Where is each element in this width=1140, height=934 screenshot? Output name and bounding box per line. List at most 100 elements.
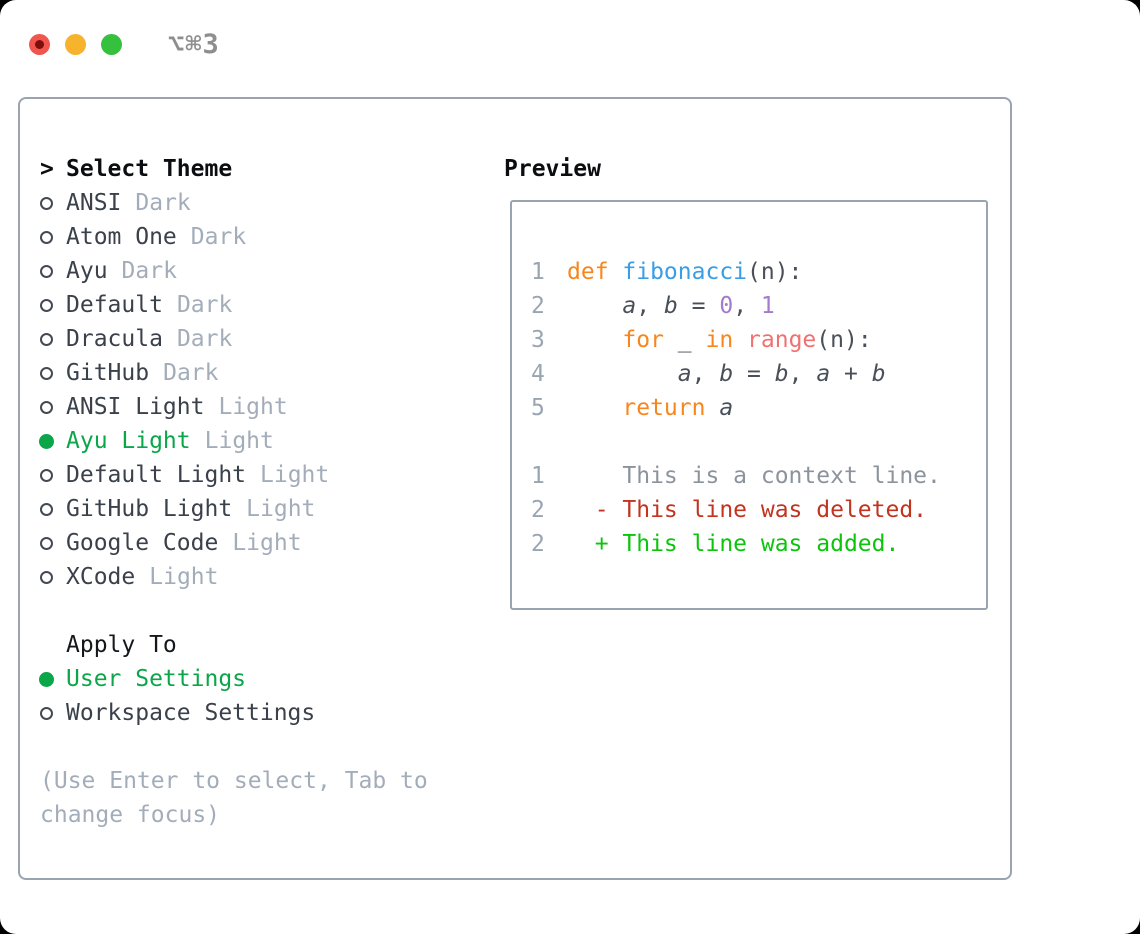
code-token: , [691,361,720,387]
radio-circle [40,706,53,720]
theme-variant-tag: Dark [176,292,233,318]
theme-name: Ayu [66,258,108,284]
theme-name: GitHub [66,360,150,386]
code-token: b [774,361,789,387]
theme-variant-tag: Light [260,462,330,488]
radio-circle [40,230,53,244]
code-token: a [622,293,637,319]
code-token: , [636,293,664,319]
diff-line-context: 1 This is a context line. [531,459,986,493]
theme-name: Dracula [66,326,163,352]
theme-option[interactable]: XCode Light [40,560,476,594]
theme-variant-tag: Light [204,428,274,454]
radio-icon [40,468,66,482]
code-token: def [567,259,623,285]
code-token: a [677,361,692,387]
theme-option[interactable]: Google Code Light [40,526,476,560]
theme-name: ANSI [66,190,122,216]
theme-name: ANSI Light [66,394,205,420]
radio-icon [40,332,66,346]
radio-icon [40,570,66,584]
code-line: 4 a, b = b, a + b [531,357,986,391]
theme-variant-tag: Light [149,564,219,590]
radio-icon [40,298,66,312]
radio-circle [40,536,53,550]
code-token: , [788,361,817,387]
code-token: (n): [816,327,872,353]
line-number: 2 [531,293,545,319]
code-token: 1 [760,293,775,319]
apply-to-option[interactable]: Workspace Settings [40,696,476,730]
diff-preview: 1 This is a context line.2 - This line w… [531,459,986,561]
radio-circle [40,332,53,346]
theme-name: Atom One [66,224,177,250]
code-token: _ [663,327,706,353]
apply-to-option[interactable]: User Settings [39,662,476,696]
radio-circle [40,570,53,584]
radio-icon [40,536,66,550]
code-token: = [677,293,720,319]
window-titlebar: ⌥⌘3 [29,29,220,60]
code-line: 2 a, b = 0, 1 [531,289,986,323]
code-token: , [733,293,761,319]
radio-icon [40,502,66,516]
code-token: range [747,327,817,353]
code-token: in [705,327,734,353]
radio-circle [39,433,54,449]
line-number: 2 [531,497,545,523]
theme-name: Ayu Light [66,428,191,454]
radio-icon [40,264,66,278]
theme-name: XCode [66,564,136,590]
diff-line-added: 2 + This line was added. [531,527,986,561]
radio-icon [40,400,66,414]
code-token: 0 [719,293,734,319]
code-token: b [871,361,886,387]
code-token: b [663,293,678,319]
select-theme-title: Select Theme [66,156,233,182]
diff-text: + This line was added. [567,531,900,557]
code-token [567,395,622,421]
code-token: b [719,361,734,387]
theme-variant-tag: Dark [190,224,247,250]
radio-circle [40,468,53,482]
spacer [40,594,476,628]
code-token: a [816,361,831,387]
theme-option[interactable]: ANSI Light Light [40,390,476,424]
radio-selected-icon [39,433,66,449]
apply-to-header-row: Apply To [40,628,476,662]
code-line: 3 for _ in range(n): [531,323,986,357]
line-number: 3 [531,327,545,353]
radio-circle [40,264,53,278]
theme-name: Google Code [66,530,219,556]
zoom-button[interactable] [101,34,122,55]
radio-icon [40,706,66,720]
traffic-lights [29,34,122,55]
radio-circle [40,502,53,516]
theme-option[interactable]: Ayu Light Light [39,424,476,458]
theme-variant-tag: Light [232,530,302,556]
apply-to-title: Apply To [66,632,177,658]
close-button[interactable] [29,34,50,55]
minimize-button[interactable] [65,34,86,55]
line-number: 1 [531,463,545,489]
code-token [567,361,678,387]
theme-variant-tag: Light [218,394,288,420]
code-token: (n): [747,259,803,285]
theme-option[interactable]: Atom One Dark [40,220,476,254]
code-line: 5 return a [531,391,986,425]
code-token: a [719,395,734,421]
select-theme-header: > Select Theme [40,152,476,186]
radio-circle [40,366,53,380]
